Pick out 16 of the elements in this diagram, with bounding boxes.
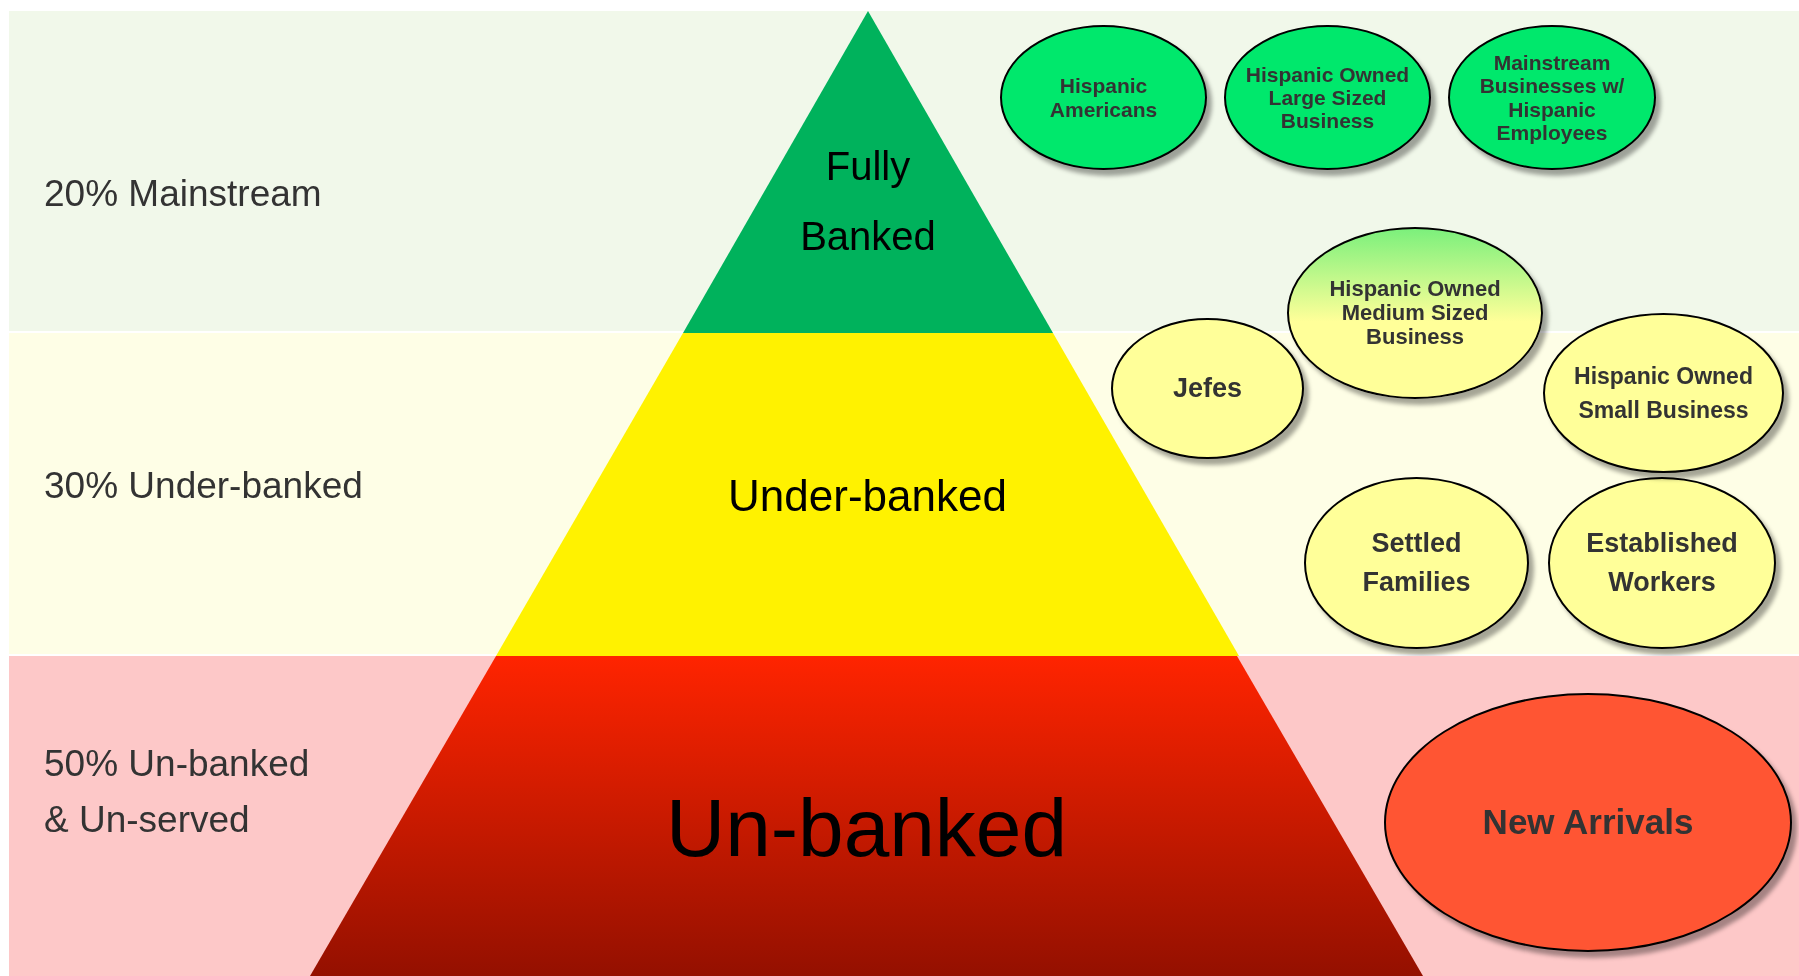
band-background xyxy=(9,656,1799,976)
band-label: 30% Under-banked xyxy=(44,464,364,508)
tier-label: Under-banked xyxy=(727,470,1008,522)
tier-label: Fully Banked xyxy=(799,143,937,260)
node-label: Jefes xyxy=(1172,373,1243,404)
node-label: Hispanic Owned Large Sized Business xyxy=(1244,62,1411,133)
tier-label: Un-banked xyxy=(664,781,1069,875)
node-label: Settled Families xyxy=(1361,526,1472,599)
band-label: 50% Un-banked & Un-served xyxy=(44,742,311,842)
band-label: 20% Mainstream xyxy=(44,172,323,216)
node-label: Mainstream Businesses w/ Hispanic Employees xyxy=(1478,51,1626,144)
node-label: Hispanic Americans xyxy=(1048,74,1159,121)
node-label: New Arrivals xyxy=(1482,803,1694,842)
node-label: Hispanic Owned Medium Sized Business xyxy=(1328,276,1502,350)
node-label: Established Workers xyxy=(1585,526,1739,599)
node-label: Hispanic Owned Small Business xyxy=(1573,361,1754,425)
